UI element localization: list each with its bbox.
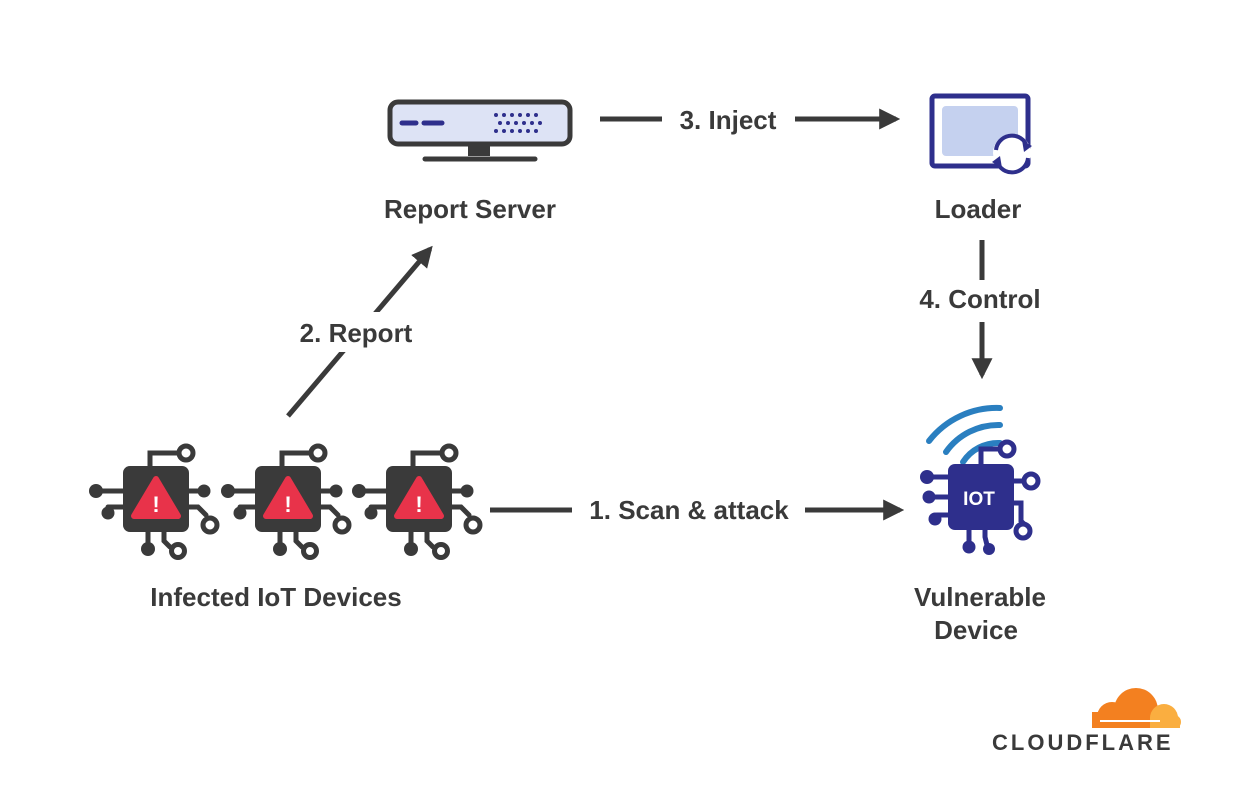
edge-scan-label: 1. Scan & attack: [589, 495, 789, 525]
edge-control: 4. Control: [919, 240, 1041, 380]
loader-node: Loader: [929, 93, 1032, 224]
brand-name: CLOUDFLARE: [992, 730, 1174, 755]
edge-inject-label: 3. Inject: [680, 105, 777, 135]
cloud-logo-icon: [1086, 688, 1188, 732]
warning-mark: !: [152, 492, 159, 517]
report-server-label: Report Server: [384, 194, 556, 224]
cloudflare-logo: CLOUDFLARE: [992, 688, 1188, 755]
vulnerable-device-node: IOT Vulnerable Device: [914, 404, 1046, 645]
edge-control-label: 4. Control: [919, 284, 1040, 314]
edge-scan: 1. Scan & attack: [490, 495, 905, 525]
report-server-node: Report Server: [384, 99, 573, 224]
vulnerable-label-line2: Device: [934, 615, 1018, 645]
edge-report: 2. Report: [286, 245, 433, 418]
edge-report-label: 2. Report: [300, 318, 413, 348]
server-icon: [387, 99, 573, 162]
infected-chip-icon: !: [221, 446, 349, 558]
infected-chip-icon: !: [352, 446, 480, 558]
vulnerable-label-line1: Vulnerable: [914, 582, 1046, 612]
warning-mark: !: [415, 492, 422, 517]
iot-chip-icon: IOT: [920, 439, 1041, 555]
warning-mark: !: [284, 492, 291, 517]
infected-devices-label: Infected IoT Devices: [150, 582, 401, 612]
infected-chip-icon: !: [89, 446, 217, 558]
iot-chip-text: IOT: [963, 489, 995, 510]
edge-inject: 3. Inject: [600, 105, 901, 135]
loader-label: Loader: [935, 194, 1022, 224]
wifi-icon: [926, 404, 1003, 465]
infected-devices-node: ! ! ! Infected IoT Devices: [89, 446, 480, 612]
monitor-refresh-icon: [929, 93, 1032, 175]
